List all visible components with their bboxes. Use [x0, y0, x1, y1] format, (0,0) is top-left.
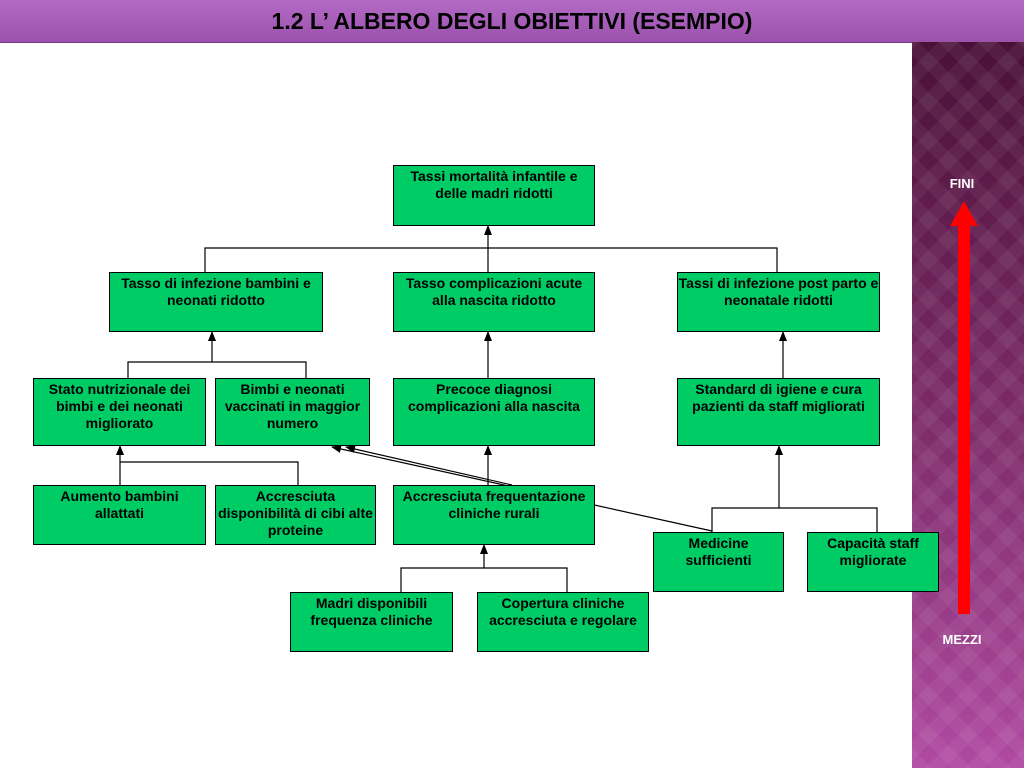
label-fini: FINI [949, 176, 975, 191]
node-n14: Madri disponibili frequenza cliniche [290, 592, 453, 652]
scale-arrow-head [950, 201, 978, 226]
node-n9: Aumento bambini allattati [33, 485, 206, 545]
node-n13: Capacità staff migliorate [807, 532, 939, 592]
node-n15: Copertura cliniche accresciuta e regolar… [477, 592, 649, 652]
label-mezzi: MEZZI [942, 632, 982, 647]
arrow-n11-to-n6 [345, 445, 513, 486]
connector-n14-n15-bracket [400, 567, 568, 592]
node-n7: Precoce diagnosi complicazioni alla nasc… [393, 378, 595, 446]
connector-n12-n13-bracket [711, 507, 878, 532]
node-n4: Tassi di infezione post parto e neonatal… [677, 272, 880, 332]
node-n8: Standard di igiene e cura pazienti da st… [677, 378, 880, 446]
node-n3: Tasso complicazioni acute alla nascita r… [393, 272, 595, 332]
slide-title: 1.2 L’ ALBERO DEGLI OBIETTIVI (ESEMPIO) [271, 8, 753, 34]
node-n11: Accresciuta frequentazione cliniche rura… [393, 485, 595, 545]
title-bar [0, 0, 1024, 43]
node-n5: Stato nutrizionale dei bimbi e dei neona… [33, 378, 206, 446]
connector-l2-bracket [204, 247, 778, 272]
node-n1: Tassi mortalità infantile e delle madri … [393, 165, 595, 226]
node-n10: Accresciuta disponibilità di cibi alte p… [215, 485, 376, 545]
node-n6: Bimbi e neonati vaccinati in maggior num… [215, 378, 370, 446]
connector-n5-n6-bracket [127, 361, 307, 378]
node-n12: Medicine sufficienti [653, 532, 784, 592]
node-n2: Tasso di infezione bambini e neonati rid… [109, 272, 323, 332]
connector-n9-n10-bracket [119, 461, 299, 485]
scale-arrow-shaft [958, 226, 970, 614]
